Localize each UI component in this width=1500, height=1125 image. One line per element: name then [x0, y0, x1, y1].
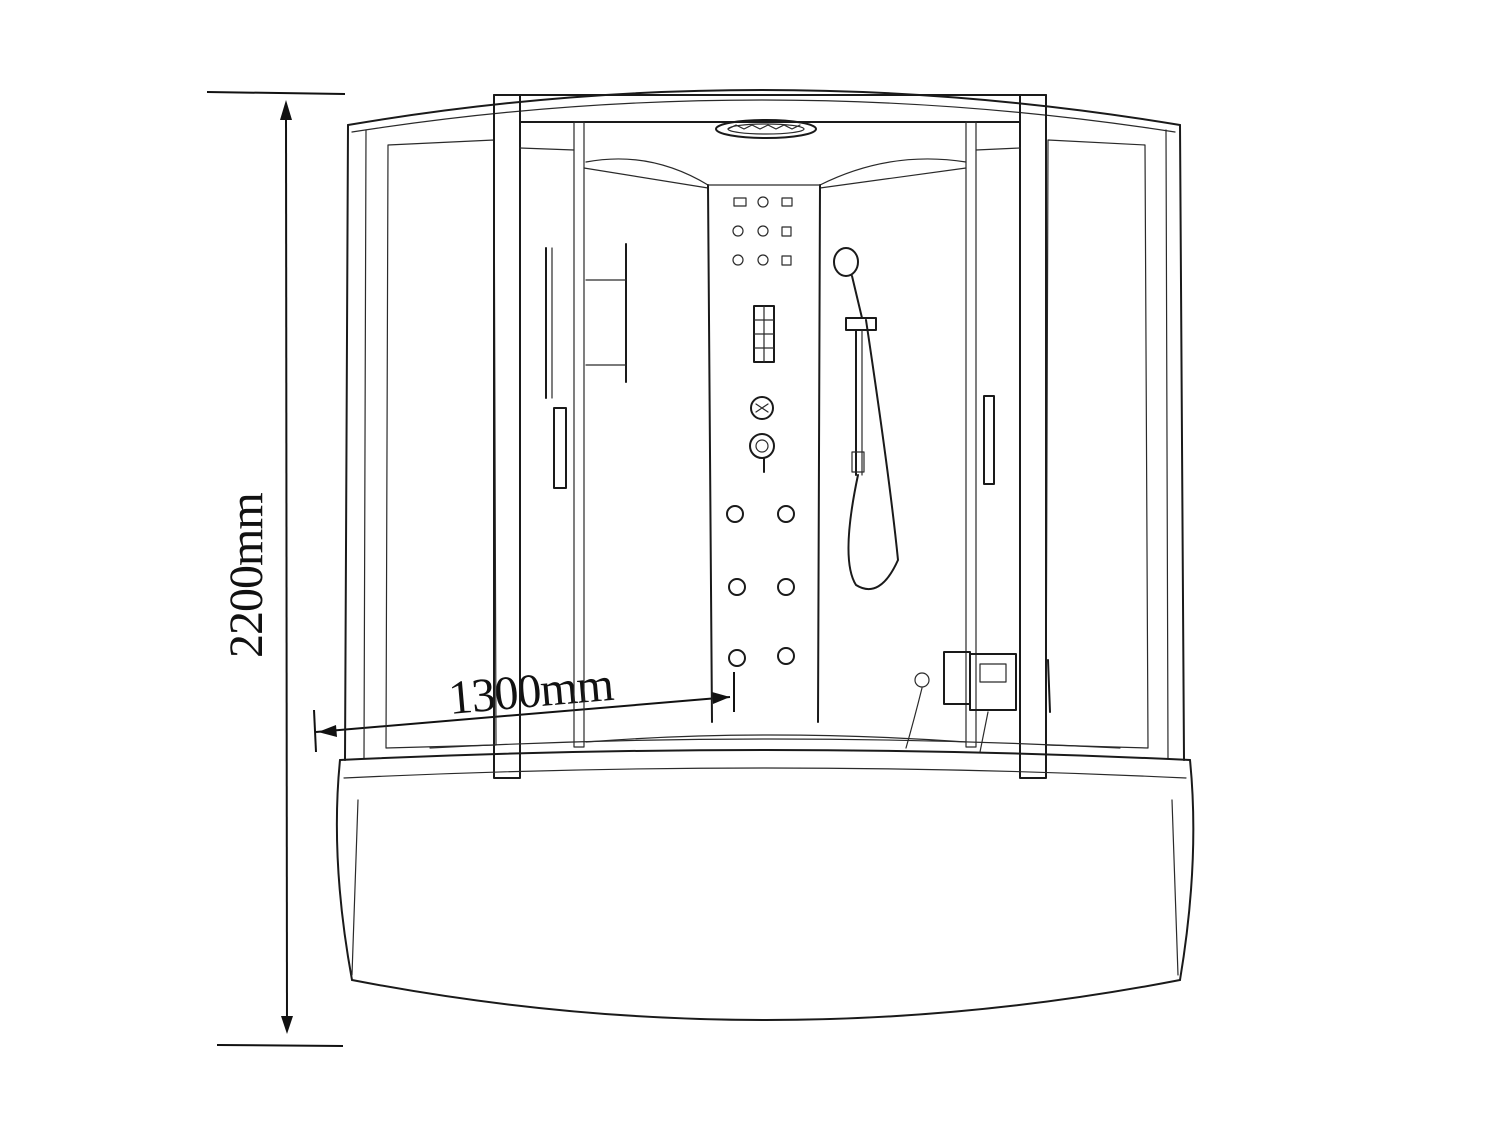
tub-rim-inner: [343, 767, 1187, 779]
rain-shower-head-pattern: [727, 124, 801, 130]
left-door-top-edge: [519, 147, 575, 151]
tub-base: [335, 749, 1195, 1021]
tub-left-side: [335, 759, 353, 981]
right-side-accessories: [905, 395, 1051, 753]
door-handle-right: [983, 395, 995, 485]
jet-icon: [781, 255, 792, 266]
roof-outer-arc: [347, 89, 1181, 126]
slide-rail-base: [851, 451, 865, 473]
right-door-post: [1019, 94, 1047, 779]
back-walls: [429, 158, 1121, 749]
shower-column: [707, 184, 821, 723]
circle-jet-icon: [777, 578, 795, 596]
right-door-stile: [965, 121, 977, 748]
right-wall-ceiling-line: [819, 158, 967, 186]
tub-right-side: [1179, 759, 1195, 981]
shower-hose: [847, 319, 899, 590]
width-dimension-line: [315, 696, 731, 733]
width-left-tick: [313, 709, 317, 753]
right-outer-post: [1179, 124, 1185, 761]
height-label: 2200mm: [220, 493, 273, 658]
water-inlet-icon: [914, 672, 930, 688]
left-outer-post-inner: [363, 129, 367, 759]
right-door-top-edge: [975, 147, 1021, 151]
jet-icon: [757, 254, 769, 266]
height-arrow-top: [280, 100, 292, 120]
jet-icon: [732, 225, 744, 237]
door-handle-left: [553, 407, 567, 489]
column-left-edge: [707, 184, 713, 723]
body-jets: [726, 505, 795, 667]
jet-icon: [781, 226, 792, 237]
rain-shower-head: [715, 119, 817, 139]
tub-rim-top: [339, 749, 1191, 761]
width-label: 1300mm: [446, 658, 615, 725]
height-dimension: 2200mm: [206, 91, 346, 1047]
width-dimension: 1300mm: [313, 658, 735, 753]
mixer-knob-center: [755, 439, 769, 453]
height-dimension-line: [285, 107, 288, 1031]
tub-left-highlight: [351, 799, 359, 976]
circle-jet-icon: [728, 578, 746, 596]
circle-jet-icon: [728, 649, 746, 667]
hand-shower-head: [833, 247, 859, 277]
water-inlet-pipe: [905, 687, 923, 749]
control-box-bracket: [1047, 659, 1051, 713]
tray-floor-arc: [585, 734, 967, 743]
cabin-frame: [344, 89, 1185, 779]
diverter-knob-mark: [755, 403, 769, 413]
right-side-glass: [1045, 139, 1149, 749]
hand-shower-handle: [851, 275, 863, 319]
left-wall-accessories: [545, 243, 627, 489]
height-top-extension-line: [206, 91, 346, 95]
column-top-jets: [732, 196, 793, 266]
circle-jet-icon: [777, 505, 795, 523]
diverter-knob: [750, 396, 774, 420]
jet-icon: [733, 197, 747, 207]
rain-shower-head-outer: [715, 119, 817, 139]
tray-floor-outer-arc: [429, 738, 1121, 749]
left-outer-post: [344, 124, 349, 761]
height-bottom-extension-line: [216, 1044, 344, 1047]
width-arrow-right: [712, 692, 730, 704]
jet-icon: [757, 196, 769, 208]
left-door-stile: [573, 121, 585, 748]
control-box-screen: [979, 663, 1007, 683]
circle-jet-icon: [777, 647, 795, 665]
cable-line: [979, 711, 989, 753]
left-wall-ceiling-line: [585, 158, 709, 186]
hand-shower: [833, 247, 899, 590]
width-arrow-left: [318, 725, 337, 737]
hand-shower-holder: [845, 317, 877, 331]
height-arrow-bottom: [281, 1016, 293, 1034]
valve-knob-icon: [749, 396, 775, 473]
left-side-glass: [385, 139, 497, 749]
control-display-icon: [753, 305, 775, 363]
tub-bottom-arc: [351, 979, 1181, 1021]
jet-icon: [757, 225, 769, 237]
tub-right-highlight: [1171, 799, 1179, 976]
mixer-knob: [749, 433, 775, 459]
jet-icon: [781, 197, 793, 207]
roof-inner-arc: [351, 99, 1176, 133]
jet-icon: [732, 254, 744, 266]
right-wall-top-edge: [819, 167, 967, 189]
control-box-panel: [969, 653, 1017, 711]
left-wall-top-edge: [583, 167, 709, 189]
right-outer-post-inner: [1165, 129, 1169, 759]
column-right-edge: [817, 184, 821, 723]
circle-jet-icon: [726, 505, 744, 523]
